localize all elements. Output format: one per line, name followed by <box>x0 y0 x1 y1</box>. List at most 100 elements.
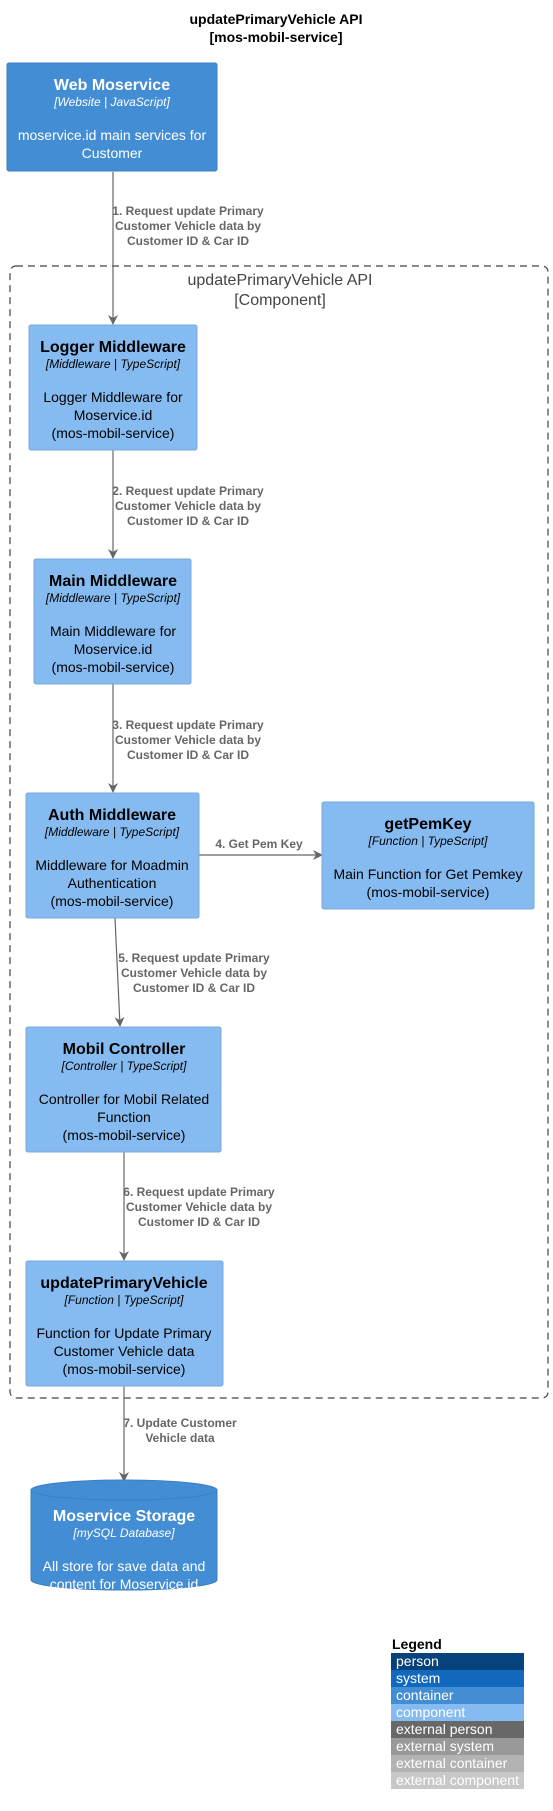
node-main-middleware[interactable]: Main Middleware [Middleware | TypeScript… <box>33 558 192 685</box>
edge-5-label-line2: Customer Vehicle data by <box>121 966 267 980</box>
node-title: Main Middleware <box>49 573 177 590</box>
edge-6-label-line2: Customer Vehicle data by <box>126 1200 272 1214</box>
node-technology: [Middleware | TypeScript] <box>45 591 181 605</box>
boundary-name: updatePrimaryVehicle API <box>188 272 373 289</box>
legend-swatch-system <box>391 1670 524 1687</box>
node-title: Web Moservice <box>54 77 170 94</box>
node-main-middleware-box <box>33 558 192 685</box>
node-description-line3: (mos-mobil-service) <box>51 893 174 909</box>
edge-label-2: 2. Request update Primary Customer Vehic… <box>112 484 264 528</box>
edge-2-label-line3: Customer ID & Car ID <box>127 514 249 528</box>
node-get-pem-key-box <box>321 801 535 910</box>
node-description-line2: (mos-mobil-service) <box>367 884 490 900</box>
node-title: Moservice Storage <box>53 1508 195 1525</box>
edge-2-label-line2: Customer Vehicle data by <box>115 499 261 513</box>
boundary-frame <box>9 265 549 1399</box>
node-description-line3: (mos-mobil-service) <box>52 659 175 675</box>
legend-item-external-system: external system <box>396 1738 494 1754</box>
node-description-line2: Moservice.id <box>74 641 153 657</box>
node-web-moservice[interactable]: Web Moservice [Website | JavaScript] mos… <box>6 62 218 172</box>
legend-item-external-person: external person <box>396 1721 493 1737</box>
edges <box>108 172 323 1482</box>
node-description-line1: moservice.id main services for <box>18 127 207 143</box>
node-title: Logger Middleware <box>40 339 186 356</box>
node-moservice-storage[interactable]: Moservice Storage [mySQL Database] All s… <box>30 1479 218 1592</box>
node-description-line1: Logger Middleware for <box>43 389 183 405</box>
node-description-line1: Main Middleware for <box>50 623 176 639</box>
node-title: updatePrimaryVehicle <box>40 1275 207 1292</box>
edge-7-label-line1: 7. Update Customer <box>123 1416 237 1430</box>
legend-item-external-component: external component <box>396 1772 519 1788</box>
edge-3-label-line3: Customer ID & Car ID <box>127 748 249 762</box>
node-description-line1: Middleware for Moadmin <box>35 857 188 873</box>
node-title: getPemKey <box>384 816 471 833</box>
legend-item-container: container <box>396 1687 454 1703</box>
database-cylinder-body <box>30 1479 218 1591</box>
node-mobil-controller[interactable]: Mobil Controller [Controller | TypeScrip… <box>25 1026 222 1153</box>
edge-1-label-line3: Customer ID & Car ID <box>127 234 249 248</box>
node-description-line1: All store for save data and <box>43 1558 206 1574</box>
node-web-moservice-box <box>6 62 218 172</box>
node-description-line1: Function for Update Primary <box>36 1325 211 1341</box>
edge-4-label-line1: 4. Get Pem Key <box>215 837 303 851</box>
edge-label-1: 1. Request update Primary Customer Vehic… <box>112 204 264 248</box>
edge-label-5: 5. Request update Primary Customer Vehic… <box>118 951 270 995</box>
node-description-line1: Controller for Mobil Related <box>39 1091 209 1107</box>
node-technology: [Function | TypeScript] <box>64 1293 185 1307</box>
edge-1-label-line1: 1. Request update Primary <box>112 204 264 218</box>
edge-5-label-line1: 5. Request update Primary <box>118 951 270 965</box>
edge-5-line <box>114 917 125 1027</box>
edge-7-label-line2: Vehicle data <box>145 1431 215 1445</box>
legend: Legend person system container component… <box>391 1636 524 1789</box>
node-technology: [Middleware | TypeScript] <box>45 357 181 371</box>
legend-swatch-external-component <box>391 1772 524 1789</box>
edge-5-label-line3: Customer ID & Car ID <box>133 981 255 995</box>
node-description-line2: Customer Vehicle data <box>54 1343 195 1359</box>
edge-2-label-line1: 2. Request update Primary <box>112 484 264 498</box>
edge-label-4: 4. Get Pem Key <box>215 837 303 851</box>
edge-3-label-line1: 3. Request update Primary <box>112 718 264 732</box>
diagram-title-line1: updatePrimaryVehicle API <box>190 11 363 27</box>
legend-item-person: person <box>396 1653 439 1669</box>
node-technology: [Function | TypeScript] <box>368 834 489 848</box>
node-technology: [Website | JavaScript] <box>53 95 170 109</box>
boundary-type: [Component] <box>234 292 326 309</box>
legend-item-system: system <box>396 1670 440 1686</box>
node-description-line3: (mos-mobil-service) <box>52 425 175 441</box>
node-technology: [mySQL Database] <box>72 1526 175 1540</box>
node-title: Auth Middleware <box>48 807 176 824</box>
node-description-line2: Function <box>97 1109 151 1125</box>
node-description-line1: Main Function for Get Pemkey <box>333 866 522 882</box>
edge-6-label-line1: 6. Request update Primary <box>123 1185 275 1199</box>
node-title: Mobil Controller <box>63 1041 186 1058</box>
edge-6-label-line3: Customer ID & Car ID <box>138 1215 260 1229</box>
legend-swatch-container <box>391 1687 524 1704</box>
node-logger-middleware-box <box>28 324 198 451</box>
diagram-title-line2: [mos-mobil-service] <box>209 29 342 45</box>
database-cylinder-rim <box>30 1489 218 1501</box>
node-get-pem-key[interactable]: getPemKey [Function | TypeScript] Main F… <box>321 801 535 910</box>
node-update-primary-vehicle[interactable]: updatePrimaryVehicle [Function | TypeScr… <box>25 1260 224 1387</box>
edge-label-3: 3. Request update Primary Customer Vehic… <box>112 718 264 762</box>
legend-swatch-component <box>391 1704 524 1721</box>
legend-swatch-external-container <box>391 1755 524 1772</box>
legend-item-component: component <box>396 1704 465 1720</box>
node-technology: [Middleware | TypeScript] <box>44 825 180 839</box>
node-description-line3: (mos-mobil-service) <box>63 1361 186 1377</box>
edge-label-7: 7. Update Customer Vehicle data <box>123 1416 237 1445</box>
node-auth-middleware[interactable]: Auth Middleware [Middleware | TypeScript… <box>25 792 200 919</box>
node-logger-middleware[interactable]: Logger Middleware [Middleware | TypeScri… <box>28 324 198 451</box>
legend-swatch-external-person <box>391 1721 524 1738</box>
node-description-line2: Authentication <box>68 875 157 891</box>
component-boundary: updatePrimaryVehicle API [Component] <box>9 265 549 1399</box>
node-technology: [Controller | TypeScript] <box>61 1059 188 1073</box>
legend-swatch-external-system <box>391 1738 524 1755</box>
node-description-line2: Moservice.id <box>74 407 153 423</box>
node-description-line2: content for Moservice.id <box>50 1576 199 1592</box>
legend-title: Legend <box>392 1636 442 1652</box>
edge-label-6: 6. Request update Primary Customer Vehic… <box>123 1185 275 1229</box>
node-description-line3: (mos-mobil-service) <box>63 1127 186 1143</box>
node-update-primary-vehicle-box <box>25 1260 224 1387</box>
edge-1-label-line2: Customer Vehicle data by <box>115 219 261 233</box>
